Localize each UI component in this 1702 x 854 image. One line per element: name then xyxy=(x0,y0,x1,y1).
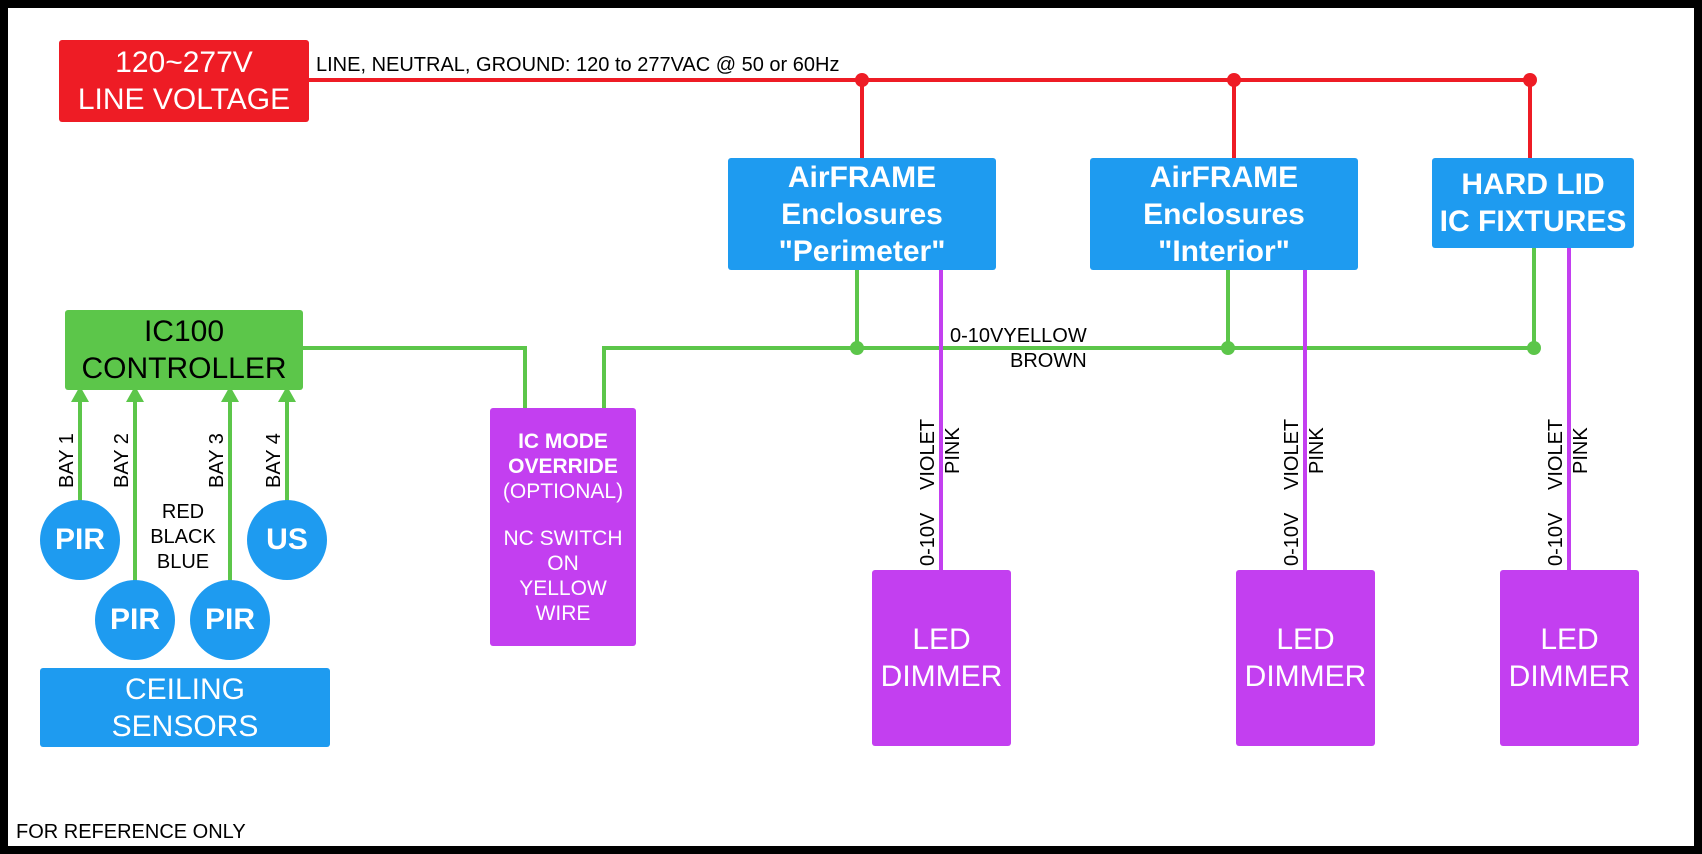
ic-mode-override: IC MODE OVERRIDE (OPTIONAL) NC SWITCH ON… xyxy=(490,408,636,646)
junction-green-3 xyxy=(1527,341,1541,355)
sensor-wire-blue: BLUE xyxy=(156,551,210,573)
hardlid-line1: HARD LID xyxy=(1461,168,1605,201)
dim1-wire-violet: VIOLET xyxy=(917,418,939,490)
bay-4-label: BAY 4 xyxy=(263,433,285,488)
bus-label-b: YELLOW xyxy=(1003,325,1087,347)
junction-red-1 xyxy=(855,73,869,87)
sensor-us-bay4: US xyxy=(247,500,327,580)
line-voltage-box: 120~277V LINE VOLTAGE xyxy=(59,40,309,122)
dim3-wire-violet: VIOLET xyxy=(1545,418,1567,490)
dimmer2-line2: DIMMER xyxy=(1244,660,1367,693)
bay3-arrow xyxy=(221,386,239,402)
line-voltage-subtitle: LINE VOLTAGE xyxy=(77,83,291,116)
dimmer3-line1: LED xyxy=(1540,623,1599,656)
bay-3-label: BAY 3 xyxy=(206,433,228,488)
interior-line1: AirFRAME xyxy=(1149,160,1299,194)
reference-footer: FOR REFERENCE ONLY xyxy=(16,821,246,843)
line-voltage-title: 120~277V xyxy=(115,46,253,79)
bay1-arrow xyxy=(71,386,89,402)
sensor-pir-bay1: PIR xyxy=(40,500,120,580)
override-line2: OVERRIDE xyxy=(508,454,618,478)
interior-line2: Enclosures xyxy=(1143,197,1305,231)
bay-1-label: BAY 1 xyxy=(56,433,78,488)
ceiling-sensors: CEILING SENSORS xyxy=(40,668,330,747)
perimeter-line1: AirFRAME xyxy=(787,160,937,194)
perimeter-line2: Enclosures xyxy=(781,197,943,231)
dim2-wire-violet: VIOLET xyxy=(1281,418,1303,490)
sensor-pir-bay2: PIR xyxy=(95,580,175,660)
interior-line3: "Interior" xyxy=(1158,234,1290,268)
dim1-wire-pink: PINK xyxy=(942,427,964,474)
bus-label-010v: 0-10VYELLOW xyxy=(950,325,1087,347)
override-line3: (OPTIONAL) xyxy=(502,479,624,503)
bay2-arrow xyxy=(126,386,144,402)
dimmer1-line2: DIMMER xyxy=(880,660,1003,693)
led-dimmer-2: LED DIMMER xyxy=(1236,570,1375,746)
junction-red-3 xyxy=(1523,73,1537,87)
sensor-wire-red: RED xyxy=(161,501,205,523)
hardlid-line2: IC FIXTURES xyxy=(1439,205,1627,238)
controller-line1: IC100 xyxy=(143,315,225,348)
perimeter-enclosure: AirFRAME Enclosures "Perimeter" xyxy=(728,158,996,270)
controller-line2: CONTROLLER xyxy=(81,352,287,385)
override-line6: YELLOW xyxy=(519,576,607,600)
interior-enclosure: AirFRAME Enclosures "Interior" xyxy=(1090,158,1358,270)
bay4-arrow xyxy=(278,386,296,402)
sensor-pir-bay3: PIR xyxy=(190,580,270,660)
override-line7: WIRE xyxy=(535,601,591,625)
dim2-wire-pink: PINK xyxy=(1306,427,1328,474)
bay-2-label: BAY 2 xyxy=(111,433,133,488)
led-dimmer-1: LED DIMMER xyxy=(872,570,1011,746)
controller-to-override xyxy=(300,346,527,408)
dimmer3-line2: DIMMER xyxy=(1508,660,1631,693)
ceiling-line1: CEILING xyxy=(124,672,246,706)
sensor-wire-black: BLACK xyxy=(150,526,216,548)
hardlid-fixtures: HARD LID IC FIXTURES xyxy=(1432,158,1634,248)
ceiling-line2: SENSORS xyxy=(111,709,259,743)
ic100-controller: IC100 CONTROLLER xyxy=(65,310,303,390)
override-line1: IC MODE xyxy=(518,429,608,453)
dimmer1-line1: LED xyxy=(912,623,971,656)
dim1-wire-010v: 0-10V xyxy=(917,512,939,566)
bus-label-brown: BROWN xyxy=(1010,350,1087,372)
line-voltage-label: LINE, NEUTRAL, GROUND: 120 to 277VAC @ 5… xyxy=(316,54,840,76)
sensor-wire-colors: RED BLACK BLUE xyxy=(136,500,230,575)
bus-label-a: 0-10V xyxy=(950,325,1004,347)
junction-green-1 xyxy=(850,341,864,355)
dimmer2-line1: LED xyxy=(1276,623,1335,656)
override-line4: NC SWITCH xyxy=(503,526,623,550)
override-line5: ON xyxy=(547,551,579,575)
dim3-wire-pink: PINK xyxy=(1570,427,1592,474)
junction-red-2 xyxy=(1227,73,1241,87)
dim3-wire-010v: 0-10V xyxy=(1545,512,1567,566)
led-dimmer-3: LED DIMMER xyxy=(1500,570,1639,746)
dim2-wire-010v: 0-10V xyxy=(1281,512,1303,566)
junction-green-2 xyxy=(1221,341,1235,355)
perimeter-line3: "Perimeter" xyxy=(778,234,946,268)
